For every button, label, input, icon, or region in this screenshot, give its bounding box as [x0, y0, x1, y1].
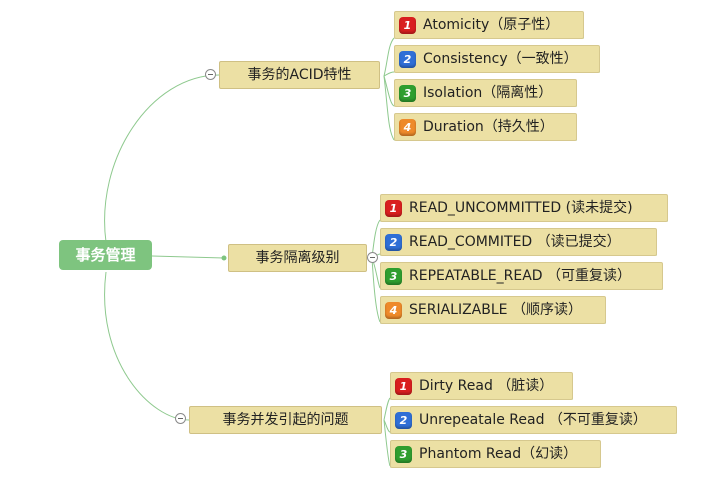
priority-1-icon: 1 [399, 16, 416, 34]
branch-concurrency-problems[interactable]: 事务并发引起的问题 [189, 406, 382, 434]
leaf-label: READ_UNCOMMITTED (读未提交) [409, 200, 633, 216]
leaf-label: SERIALIZABLE （顺序读） [409, 302, 582, 318]
leaf-label: Duration（持久性） [423, 119, 554, 135]
leaf-label: Consistency（一致性） [423, 51, 578, 67]
leaf-label: READ_COMMITED （读已提交） [409, 234, 621, 250]
collapse-isolation-icon[interactable] [367, 252, 378, 263]
leaf-unrepeatable-read[interactable]: 2 Unrepeatale Read （不可重复读） [390, 406, 677, 434]
leaf-read-uncommitted[interactable]: 1 READ_UNCOMMITTED (读未提交) [380, 194, 668, 222]
priority-2-icon: 2 [385, 233, 402, 251]
priority-1-icon: 1 [385, 199, 402, 217]
leaf-isolation[interactable]: 3 Isolation（隔离性） [394, 79, 577, 107]
leaf-phantom-read[interactable]: 3 Phantom Read（幻读） [390, 440, 601, 468]
priority-1-icon: 1 [395, 377, 412, 395]
root-node[interactable]: 事务管理 [59, 240, 152, 270]
leaf-label: Unrepeatale Read （不可重复读） [419, 412, 647, 428]
leaf-serializable[interactable]: 4 SERIALIZABLE （顺序读） [380, 296, 606, 324]
leaf-duration[interactable]: 4 Duration（持久性） [394, 113, 577, 141]
leaf-repeatable-read[interactable]: 3 REPEATABLE_READ （可重复读） [380, 262, 663, 290]
priority-4-icon: 4 [399, 118, 416, 136]
leaf-read-committed[interactable]: 2 READ_COMMITED （读已提交） [380, 228, 657, 256]
leaf-atomicity[interactable]: 1 Atomicity（原子性） [394, 11, 584, 39]
leaf-consistency[interactable]: 2 Consistency（一致性） [394, 45, 600, 73]
collapse-concurrency-icon[interactable] [175, 413, 186, 424]
leaf-label: Dirty Read （脏读） [419, 378, 554, 394]
priority-3-icon: 3 [395, 445, 412, 463]
priority-3-icon: 3 [399, 84, 416, 102]
priority-2-icon: 2 [395, 411, 412, 429]
leaf-label: Atomicity（原子性） [423, 17, 560, 33]
leaf-label: Isolation（隔离性） [423, 85, 553, 101]
leaf-dirty-read[interactable]: 1 Dirty Read （脏读） [390, 372, 573, 400]
branch-acid[interactable]: 事务的ACID特性 [219, 61, 380, 89]
branch-isolation-levels[interactable]: 事务隔离级别 [228, 244, 367, 272]
priority-3-icon: 3 [385, 267, 402, 285]
leaf-label: Phantom Read（幻读） [419, 446, 578, 462]
collapse-acid-icon[interactable] [205, 69, 216, 80]
priority-2-icon: 2 [399, 50, 416, 68]
leaf-label: REPEATABLE_READ （可重复读） [409, 268, 632, 284]
priority-4-icon: 4 [385, 301, 402, 319]
